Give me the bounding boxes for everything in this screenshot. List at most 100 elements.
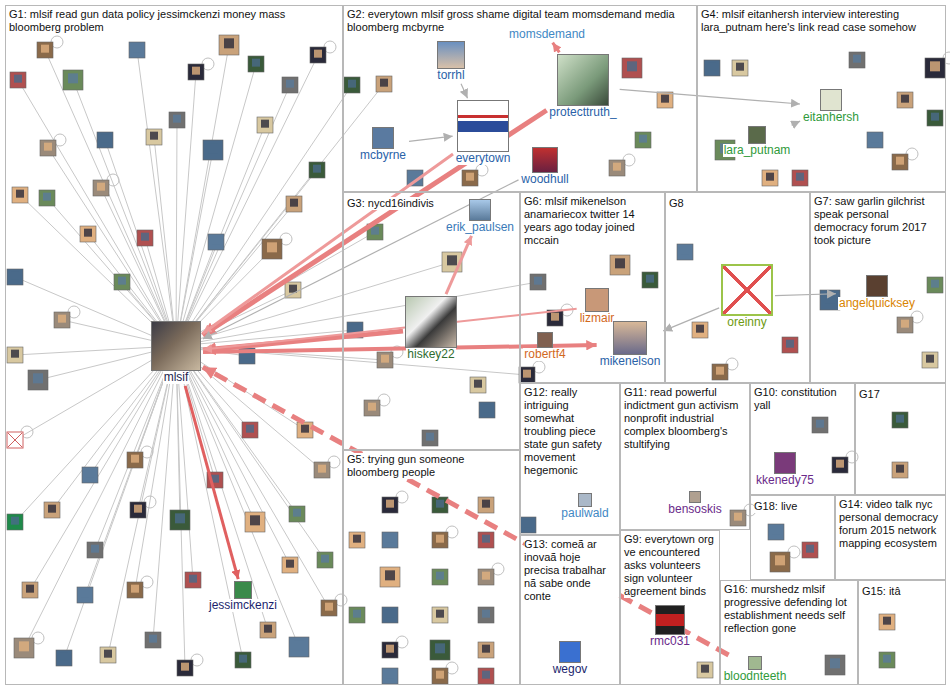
avatar-image — [559, 641, 581, 663]
group-title: G9: everytown org ve encountered asks vo… — [624, 533, 714, 598]
avatar-detail — [825, 293, 835, 303]
avatar-detail — [830, 658, 840, 668]
avatar-detail — [436, 671, 444, 679]
avatar-detail — [16, 190, 24, 198]
avatar-image — [245, 512, 265, 532]
group-box: G10: constitution yallkkenedy75 — [750, 383, 855, 495]
avatar-image — [832, 457, 848, 473]
avatar-detail — [101, 135, 109, 143]
avatar-detail — [523, 370, 531, 378]
avatar-detail — [314, 50, 322, 58]
avatar-detail — [796, 173, 804, 181]
avatar-detail — [133, 45, 141, 53]
link-line — [24, 346, 176, 648]
avatar-detail — [716, 367, 724, 375]
connector — [203, 180, 519, 339]
avatar-detail — [435, 643, 445, 653]
group-title: G5: trying gun someone bloomberg people — [347, 453, 514, 479]
avatar-detail — [896, 157, 904, 165]
link-line — [176, 346, 290, 565]
avatar-detail — [286, 560, 294, 568]
user-label: bloodnteeth — [723, 670, 788, 683]
user-label: everytown — [455, 152, 512, 165]
avatar-detail — [901, 320, 909, 328]
avatar-image — [219, 35, 239, 55]
avatar-image — [479, 402, 495, 418]
group-box: G12: really intriguing somewhat troublin… — [520, 383, 620, 535]
avatar-detail — [627, 61, 637, 71]
avatar-detail — [734, 513, 742, 521]
link-line — [176, 346, 243, 660]
avatar-detail — [736, 63, 744, 71]
user-node: eitanhersh — [802, 89, 860, 124]
avatar-image — [37, 42, 53, 58]
avatar-image — [578, 493, 592, 507]
avatar-image — [768, 524, 784, 540]
user-node: everytown — [455, 100, 512, 165]
avatar-image — [129, 42, 145, 58]
avatar-detail — [353, 610, 361, 618]
avatar-image — [382, 532, 398, 548]
avatar-detail — [351, 325, 359, 333]
link-line — [176, 120, 177, 346]
avatar-image — [432, 668, 448, 684]
group-title: G1: mlsif read gun data policy jessimcke… — [9, 8, 337, 34]
avatar-image — [782, 337, 798, 353]
avatar-detail — [426, 433, 434, 441]
avatar-detail — [293, 509, 301, 517]
avatar-image — [825, 655, 845, 675]
avatar-image — [820, 89, 842, 111]
avatar-image — [657, 92, 673, 108]
user-label: angelquicksey — [838, 297, 916, 310]
avatar-image — [519, 367, 535, 383]
avatar-detail — [11, 272, 19, 280]
avatar-image — [892, 412, 908, 428]
avatar-detail — [41, 45, 49, 53]
avatar-image — [892, 154, 908, 170]
avatar-detail — [175, 513, 185, 523]
avatar-image — [63, 70, 83, 90]
avatar-detail — [646, 275, 654, 283]
group-box: G8oreinny — [665, 192, 810, 383]
avatar-detail — [482, 671, 490, 679]
avatar-image — [93, 180, 109, 196]
avatar-image — [432, 532, 448, 548]
avatar-image — [478, 668, 494, 684]
user-node: angelquicksey — [838, 275, 916, 310]
avatar-image — [642, 272, 658, 288]
avatar-image — [14, 638, 34, 658]
avatar-detail — [681, 247, 689, 255]
avatar-image — [44, 502, 60, 518]
avatar-image — [40, 140, 56, 156]
avatar-detail — [97, 183, 105, 191]
group-box: G16: murshedz mlsif progressive defendin… — [720, 580, 858, 685]
user-node: torrhl — [436, 41, 465, 82]
avatar-detail — [313, 165, 321, 173]
avatar-detail — [901, 95, 909, 103]
avatar-image — [462, 170, 478, 186]
avatar-detail — [131, 585, 139, 593]
user-label: mcbyrne — [359, 149, 407, 162]
avatar-detail — [224, 38, 234, 48]
avatar-image — [208, 234, 224, 250]
avatar-image — [257, 117, 273, 133]
avatar-image — [802, 542, 818, 558]
avatar-image — [677, 244, 693, 260]
avatar-detail — [482, 572, 490, 580]
avatar-image — [748, 656, 762, 670]
avatar-detail — [321, 555, 329, 563]
link-line — [176, 85, 352, 346]
avatar-detail — [33, 373, 43, 383]
avatar-detail — [896, 415, 904, 423]
avatar-cross — [8, 433, 22, 447]
avatar-detail — [86, 470, 94, 478]
group-title: G18: live — [754, 500, 797, 513]
avatar-image — [314, 462, 330, 478]
avatar-image — [137, 230, 153, 246]
link-line — [153, 346, 176, 640]
avatar-detail — [19, 641, 29, 651]
avatar-image — [344, 77, 360, 93]
user-node: hiskey22 — [405, 296, 457, 361]
link-line — [108, 346, 176, 655]
user-node: woodhull — [520, 147, 569, 186]
